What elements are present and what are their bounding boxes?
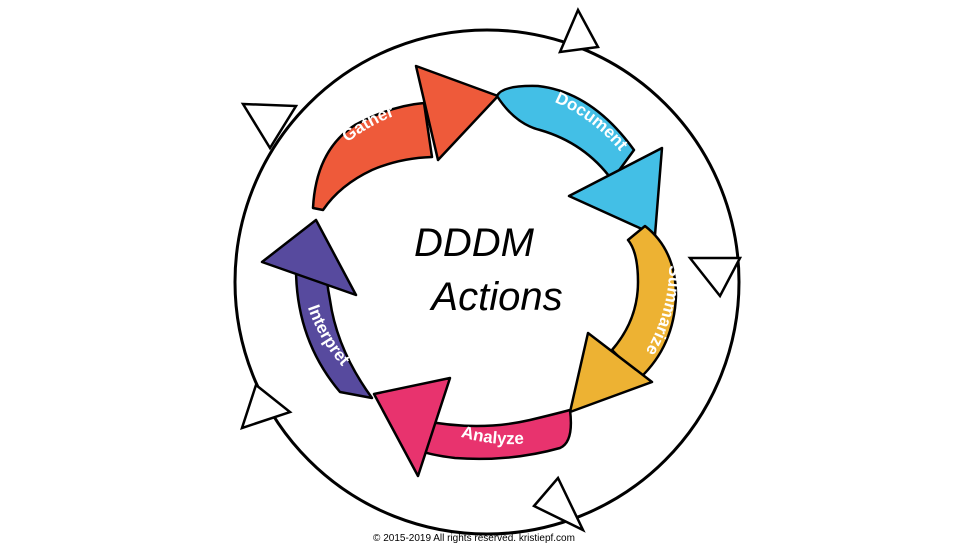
step-document-body	[495, 84, 636, 182]
outer-ring	[233, 28, 741, 536]
cycle-arrow-icon	[568, 331, 654, 414]
outer-ring-arrowhead	[687, 256, 743, 299]
step-summarize: Summarize	[568, 224, 684, 414]
outer-ring-arrowhead	[532, 475, 586, 533]
diagram-title-line1: DDDM	[414, 221, 535, 265]
copyright-notice: © 2015-2019 All rights reserved. kristie…	[373, 533, 575, 544]
cycle-arrow-icon	[260, 218, 358, 297]
step-analyze: Analyze	[372, 376, 573, 478]
step-gather: Gather	[311, 64, 500, 212]
step-document: Document	[495, 84, 664, 237]
outer-ring-arrowhead	[240, 102, 299, 151]
cycle-arrow-icon	[414, 64, 500, 162]
cycle-arrow-icon	[567, 146, 664, 237]
step-analyze-body	[416, 408, 573, 461]
step-summarize-body	[610, 224, 678, 380]
cycle-arrow-icon	[372, 376, 452, 478]
step-interpret: Interpret	[260, 218, 374, 400]
outer-ring-arrowhead	[557, 7, 600, 54]
diagram-title-line2: Actions	[429, 275, 562, 319]
outer-ring-arrowhead	[240, 382, 293, 430]
